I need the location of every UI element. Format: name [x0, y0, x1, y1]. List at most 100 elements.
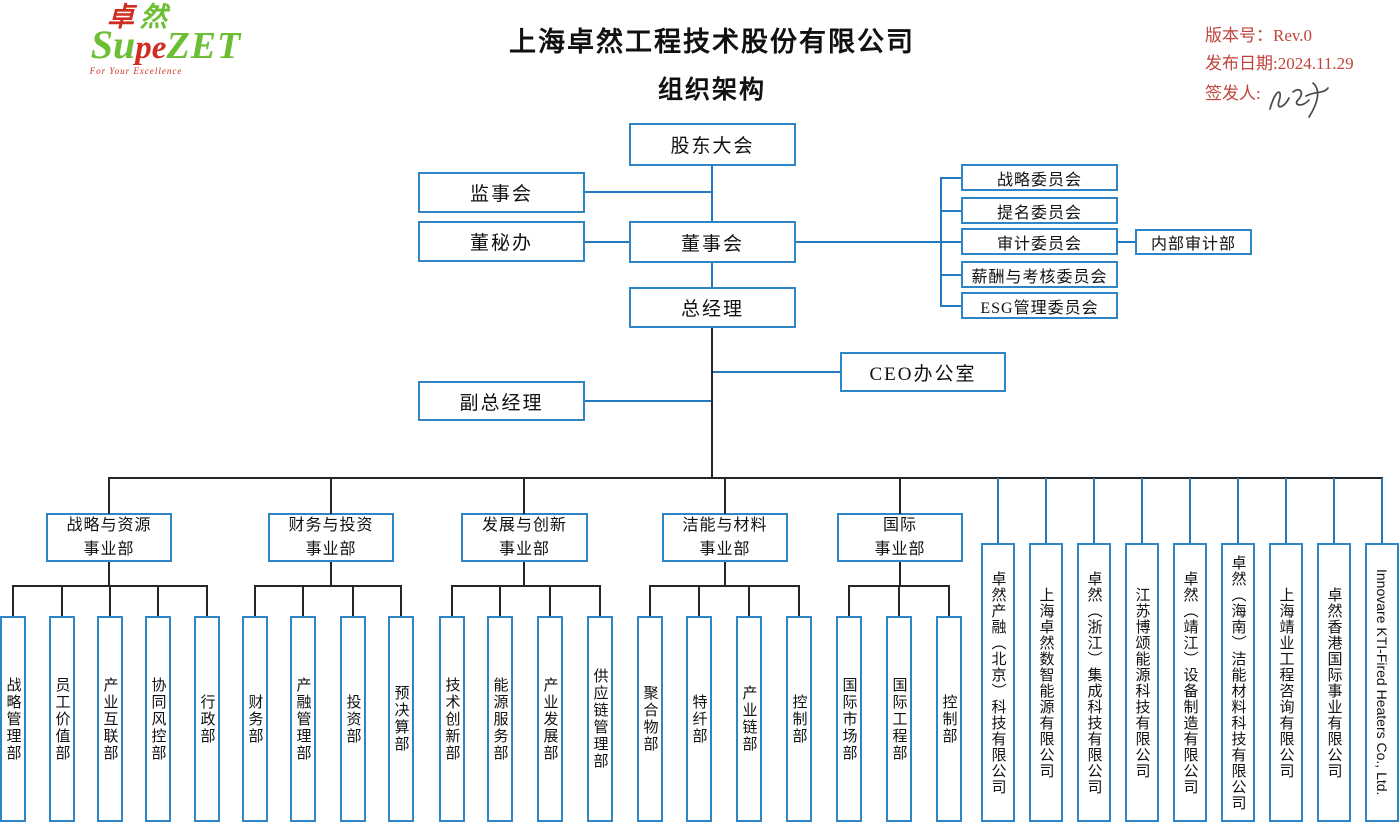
box-dept-control-5: 控制部 — [936, 616, 962, 822]
box-subsidiary-jiangsu-bosong: 江苏博颂能源科技有限公司 — [1125, 543, 1159, 822]
connector-line — [940, 305, 961, 307]
connector-line — [108, 478, 110, 514]
connector-line — [1189, 478, 1191, 543]
logo-su: Su — [90, 22, 136, 67]
issuer-line: 签发人: — [1205, 77, 1354, 123]
chart-subtitle: 组织架构 — [657, 77, 766, 104]
connector-line — [940, 274, 961, 276]
connector-line — [206, 586, 208, 616]
page-title: 上海卓然工程技术股份有限公司 组织架构 — [432, 20, 992, 106]
bus-line — [649, 585, 800, 587]
box-subsidiary-zr-chanrong-beijing: 卓然产融（北京）科技有限公司 — [981, 543, 1015, 822]
connector-line — [302, 586, 304, 616]
box-deputy-general-manager: 副总经理 — [418, 381, 585, 421]
connector-line — [1045, 478, 1047, 543]
company-logo: 卓然 SupeZET For Your Excellence — [75, 4, 257, 76]
connector-line — [649, 586, 651, 616]
box-dept-supply-chain: 供应链管理部 — [587, 616, 613, 822]
box-supervisory-board: 监事会 — [418, 172, 585, 213]
bus-line — [254, 585, 402, 587]
connector-line — [848, 586, 850, 616]
connector-line — [400, 586, 402, 616]
box-division-strategy-resources: 战略与资源 事业部 — [46, 513, 172, 562]
connector-line — [898, 586, 900, 616]
logo-pe: pe — [135, 30, 167, 66]
box-dept-employee-value: 员工价值部 — [49, 616, 75, 822]
logo-cjk-char2: 然 — [140, 2, 173, 32]
connector-line — [12, 586, 14, 616]
box-internal-audit-dept: 内部审计部 — [1135, 229, 1252, 255]
connector-line — [1333, 478, 1335, 543]
box-dept-tech-innovation: 技术创新部 — [439, 616, 465, 822]
connector-line — [523, 478, 525, 514]
connector-supervisory — [585, 191, 712, 193]
connector-line — [724, 562, 726, 587]
box-nomination-committee: 提名委员会 — [961, 197, 1118, 224]
connector-line — [899, 562, 901, 587]
box-dept-finance: 财务部 — [242, 616, 268, 822]
connector-line — [1141, 478, 1143, 543]
connector-line — [549, 586, 551, 616]
release-date: 发布日期:2024.11.29 — [1205, 53, 1354, 73]
box-esg-committee: ESG管理委员会 — [961, 292, 1118, 319]
box-shareholders-meeting: 股东大会 — [629, 123, 796, 166]
box-subsidiary-shanghai-jingye: 上海靖业工程咨询有限公司 — [1269, 543, 1303, 822]
connector-audit-internal — [1117, 241, 1135, 243]
logo-cjk-char1: 卓 — [107, 2, 140, 32]
box-dept-administration: 行政部 — [194, 616, 220, 822]
box-dept-strategy-mgmt: 战略管理部 — [0, 616, 26, 822]
connector-line — [109, 586, 111, 616]
bus-line — [451, 585, 601, 587]
box-board-of-directors: 董事会 — [629, 221, 796, 263]
connector-line — [748, 586, 750, 616]
connector-line — [61, 586, 63, 616]
box-strategy-committee: 战略委员会 — [961, 164, 1118, 191]
connector-line — [599, 586, 601, 616]
connector-line — [798, 586, 800, 616]
box-subsidiary-shanghai-shuzhi-energy: 上海卓然数智能源有限公司 — [1029, 543, 1063, 822]
connector-line — [941, 241, 961, 243]
connector-shareholders-board — [711, 166, 713, 221]
document-meta: 版本号：Rev.0 发布日期:2024.11.29 签发人: — [1205, 22, 1354, 123]
box-dept-investment: 投资部 — [340, 616, 366, 822]
box-dept-control-4: 控制部 — [786, 616, 812, 822]
box-dept-polymer: 聚合物部 — [637, 616, 663, 822]
connector-ceo-office — [711, 371, 840, 373]
box-dept-intl-engineering: 国际工程部 — [886, 616, 912, 822]
box-subsidiary-hongkong-international: 卓然香港国际事业有限公司 — [1317, 543, 1351, 822]
box-dept-intl-market: 国际市场部 — [836, 616, 862, 822]
box-division-cleanenergy-materials: 洁能与材料 事业部 — [662, 513, 788, 562]
connector-line — [330, 478, 332, 514]
connector-line — [899, 478, 901, 514]
box-dept-special-fiber: 特纤部 — [686, 616, 712, 822]
box-dept-industry-development: 产业发展部 — [537, 616, 563, 822]
connector-line — [108, 562, 110, 587]
logo-zet: ZET — [166, 25, 242, 67]
box-division-international: 国际 事业部 — [837, 513, 963, 562]
connector-line — [254, 586, 256, 616]
box-dept-industry-chain: 产业链部 — [736, 616, 762, 822]
box-dept-budget: 预决算部 — [388, 616, 414, 822]
box-dept-energy-services: 能源服务部 — [487, 616, 513, 822]
box-subsidiary-hainan-clean-materials: 卓然（海南）洁能材料科技有限公司 — [1221, 543, 1255, 822]
connector-line — [523, 562, 525, 587]
box-board-secretary-office: 董秘办 — [418, 221, 585, 262]
version-number: 版本号：Rev.0 — [1205, 26, 1313, 45]
connector-board-office — [585, 241, 629, 243]
connector-line — [940, 210, 961, 212]
box-division-finance-investment: 财务与投资 事业部 — [268, 513, 394, 562]
connector-line — [997, 478, 999, 543]
connector-board-gm — [711, 263, 713, 287]
connector-line — [1093, 478, 1095, 543]
connector-line — [1381, 478, 1383, 543]
box-dept-industry-finance-mgmt: 产融管理部 — [290, 616, 316, 822]
box-subsidiary-innovare-kti: Innovare KTI-Fired Heaters Co., Ltd. — [1365, 543, 1399, 822]
box-dept-industry-interconnect: 产业互联部 — [97, 616, 123, 822]
distributor-line — [108, 477, 1383, 479]
box-subsidiary-zhejiang-integration: 卓然（浙江）集成科技有限公司 — [1077, 543, 1111, 822]
logo-tagline: For Your Excellence — [89, 66, 183, 76]
connector-line — [940, 177, 961, 179]
box-division-development-innovation: 发展与创新 事业部 — [461, 513, 588, 562]
box-general-manager: 总经理 — [629, 287, 796, 328]
